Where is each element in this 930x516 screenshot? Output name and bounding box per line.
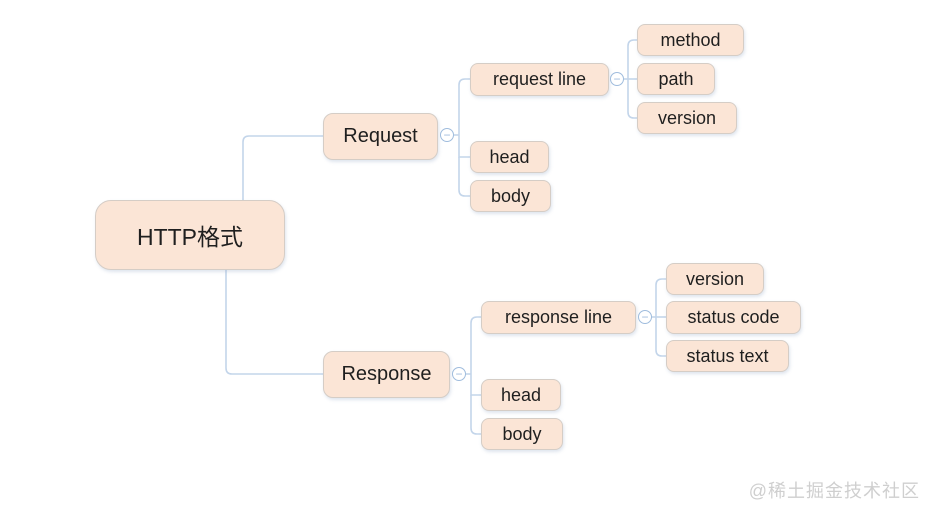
connector-request-head bbox=[458, 135, 470, 158]
collapse-toggle-response-line[interactable]: − bbox=[638, 310, 652, 324]
node-label: method bbox=[660, 29, 721, 50]
connector-responseline-statustext bbox=[655, 317, 666, 357]
node-request-head[interactable]: head bbox=[470, 141, 549, 173]
connector-response-body bbox=[470, 395, 481, 435]
node-method[interactable]: method bbox=[637, 24, 744, 56]
node-label: Request bbox=[343, 125, 418, 147]
connector-root-request bbox=[242, 135, 323, 200]
connector-request-requestline bbox=[458, 78, 470, 135]
connector-response-responseline bbox=[470, 316, 481, 374]
node-request-version[interactable]: version bbox=[637, 102, 737, 134]
node-label: version bbox=[657, 107, 717, 128]
node-label: version bbox=[685, 268, 745, 289]
node-label: path bbox=[658, 68, 694, 89]
node-label: head bbox=[489, 146, 530, 167]
collapse-toggle-response[interactable]: − bbox=[452, 367, 466, 381]
connector-responseline-version bbox=[655, 278, 666, 317]
connector-requestline-version bbox=[627, 79, 637, 119]
node-label: response line bbox=[504, 307, 613, 327]
node-label: status text bbox=[686, 345, 769, 366]
node-request[interactable]: Request bbox=[323, 113, 438, 160]
node-label: head bbox=[500, 384, 542, 405]
connector-response-head bbox=[470, 374, 481, 396]
node-label: status code bbox=[687, 307, 780, 327]
node-response-line[interactable]: response line bbox=[481, 301, 636, 334]
node-label: HTTP格式 bbox=[136, 224, 244, 250]
node-response-body[interactable]: body bbox=[481, 418, 563, 450]
node-label: body bbox=[490, 185, 531, 206]
node-response-head[interactable]: head bbox=[481, 379, 561, 411]
collapse-toggle-request[interactable]: − bbox=[440, 128, 454, 142]
node-http-format-root[interactable]: HTTP格式 bbox=[95, 200, 285, 270]
node-label: Response bbox=[341, 363, 432, 385]
connector-root-response bbox=[225, 270, 323, 375]
connector-requestline-method bbox=[627, 39, 637, 79]
node-path[interactable]: path bbox=[637, 63, 715, 95]
node-response-version[interactable]: version bbox=[666, 263, 764, 295]
node-status-code[interactable]: status code bbox=[666, 301, 801, 334]
node-response[interactable]: Response bbox=[323, 351, 450, 398]
node-request-line[interactable]: request line bbox=[470, 63, 609, 96]
node-status-text[interactable]: status text bbox=[666, 340, 789, 372]
collapse-toggle-request-line[interactable]: − bbox=[610, 72, 624, 86]
node-label: request line bbox=[492, 69, 587, 89]
watermark: @稀土掘金技术社区 bbox=[748, 481, 920, 501]
node-request-body[interactable]: body bbox=[470, 180, 551, 212]
connector-request-body bbox=[458, 157, 470, 197]
node-label: body bbox=[502, 423, 542, 444]
